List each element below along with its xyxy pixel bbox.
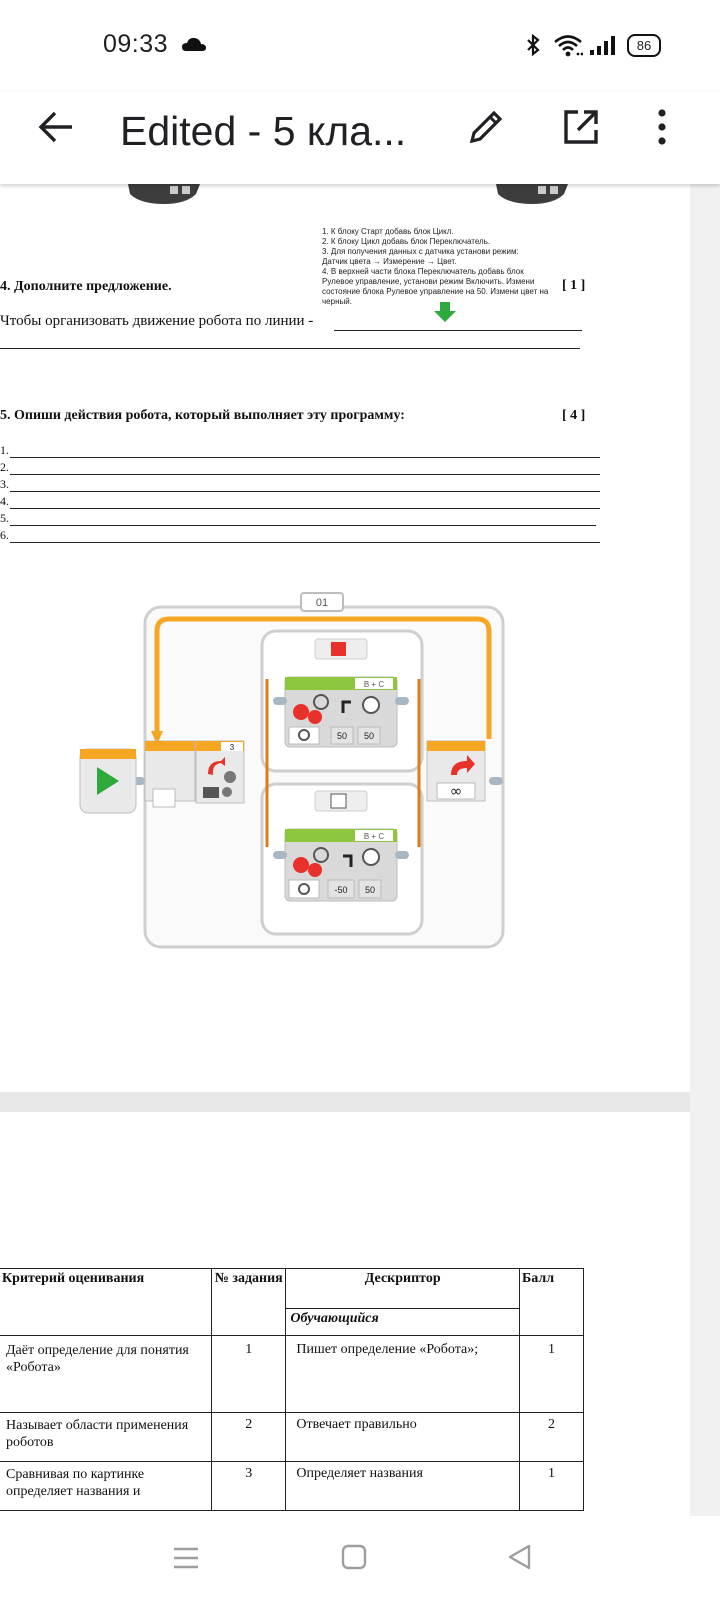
subheader-student: Обучающийся — [285, 1307, 521, 1337]
home-icon[interactable] — [341, 1544, 367, 1570]
q4-sentence: Чтобы организовать движение робота по ли… — [0, 313, 314, 329]
ev3-program-diagram: 01 B + C 50 50 B + C — [79, 592, 505, 949]
q5-score: [ 4 ] — [562, 408, 586, 423]
criterion-cell: Сравнивая по картинке определяет названи… — [0, 1461, 213, 1511]
status-time: 09:33 — [103, 30, 169, 58]
table-row: Называет области применения роботов 2 От… — [0, 1412, 584, 1462]
task-no-cell: 1 — [211, 1335, 287, 1413]
answer-line — [10, 457, 600, 458]
instruction-line: 3. Для получения данных с датчика устано… — [322, 247, 519, 256]
instruction-line: Датчик цвета → Измерение → Цвет. — [322, 257, 457, 266]
app-bar — [0, 92, 720, 184]
switch-port-label: 3 — [230, 743, 235, 752]
loop-label-box — [300, 592, 344, 612]
table-row: Даёт определение для понятия «Робота» 1 … — [0, 1335, 584, 1413]
task-no-cell: 2 — [211, 1412, 287, 1462]
color-red-swatch — [331, 642, 346, 656]
open-external-icon[interactable] — [562, 108, 600, 146]
descriptor-cell: Отвечает правильно — [285, 1412, 521, 1462]
svg-text:50: 50 — [337, 731, 347, 741]
svg-text:50: 50 — [364, 731, 374, 741]
answer-line — [10, 491, 600, 492]
instruction-line: 1. К блоку Старт добавь блок Цикл. — [322, 227, 454, 236]
answer-numbers: 1. 2. 3. 4. 5. 6. — [0, 442, 9, 544]
answer-line — [0, 348, 580, 349]
wifi-icon — [554, 35, 583, 57]
scroll-track[interactable] — [690, 184, 720, 1516]
table-row: Сравнивая по картинке определяет названи… — [0, 1461, 584, 1511]
edit-pencil-icon[interactable] — [467, 108, 505, 146]
back-arrow-icon[interactable] — [38, 110, 74, 144]
instruction-line: состояние блока Рулевое управление на 50… — [322, 287, 549, 296]
system-navigation-bar — [0, 1516, 720, 1600]
header-descriptor: Дескриптор — [285, 1268, 521, 1309]
document-page-2: Критерий оценивания № задания Дескриптор… — [0, 1112, 690, 1516]
robot-part-image-left — [128, 184, 200, 204]
program-instructions: 1. К блоку Старт добавь блок Цикл. 2. К … — [322, 227, 582, 307]
instruction-line: Рулевое управление, установи режим Включ… — [322, 277, 535, 286]
answer-number: 6. — [0, 528, 9, 542]
color-none-swatch — [330, 793, 347, 809]
answer-number: 5. — [0, 511, 9, 525]
table-subheader-row: Обучающийся — [0, 1307, 584, 1337]
loop-label: 01 — [316, 597, 328, 609]
table-header-row: Критерий оценивания № задания Дескриптор… — [0, 1268, 584, 1336]
answer-line — [334, 330, 582, 331]
score-cell: 2 — [519, 1412, 584, 1462]
descriptor-cell: Определяет названия — [285, 1461, 521, 1511]
answer-number: 3. — [0, 477, 9, 491]
answer-line — [10, 508, 600, 509]
instruction-line: черный. — [322, 297, 352, 306]
answer-number: 2. — [0, 460, 9, 474]
battery-icon: 86 — [627, 34, 661, 57]
criterion-cell: Даёт определение для понятия «Робота» — [0, 1335, 213, 1413]
more-options-icon[interactable] — [656, 108, 668, 146]
green-arrow-down-icon — [434, 302, 456, 322]
robot-part-image-right — [496, 184, 568, 204]
infinity-icon: ∞ — [450, 782, 463, 800]
back-nav-icon[interactable] — [506, 1543, 532, 1571]
q4-heading: 4. Дополните предложение. — [0, 279, 172, 294]
svg-text:-50: -50 — [334, 885, 347, 895]
score-cell: 1 — [519, 1461, 584, 1511]
recent-apps-icon[interactable] — [172, 1546, 200, 1570]
answer-number: 1. — [0, 443, 9, 457]
status-bar: 09:33 86 — [0, 0, 720, 92]
answer-line — [10, 525, 596, 526]
page-separator — [0, 1092, 690, 1112]
header-criterion: Критерий оценивания — [0, 1268, 213, 1336]
header-score: Балл — [519, 1268, 584, 1336]
svg-text:B + C: B + C — [364, 832, 384, 841]
svg-text:B + C: B + C — [364, 680, 384, 689]
signal-icon — [590, 36, 615, 55]
instruction-line: 4. В верхней части блока Переключатель д… — [322, 267, 524, 276]
header-task-no: № задания — [211, 1268, 287, 1336]
document-page-1: 1. К блоку Старт добавь блок Цикл. 2. К … — [0, 184, 690, 1092]
criterion-cell: Называет области применения роботов — [0, 1412, 213, 1462]
score-cell: 1 — [519, 1335, 584, 1413]
assessment-table: Критерий оценивания № задания Дескриптор… — [0, 1268, 584, 1511]
cloud-icon — [182, 37, 206, 51]
svg-text:50: 50 — [365, 885, 375, 895]
loop-wire — [154, 616, 492, 739]
descriptor-cell: Пишет определение «Робота»; — [285, 1335, 521, 1413]
bluetooth-icon — [527, 34, 540, 56]
document-title: Edited - 5 кла... — [120, 108, 407, 154]
q5-heading: 5. Опиши действия робота, который выполн… — [0, 408, 405, 423]
answer-number: 4. — [0, 494, 9, 508]
answer-line — [10, 474, 600, 475]
q4-score: [ 1 ] — [562, 278, 586, 293]
answer-line — [10, 542, 600, 543]
instruction-line: 2. К блоку Цикл добавь блок Переключател… — [322, 237, 491, 246]
battery-level: 86 — [636, 38, 652, 53]
play-icon — [97, 767, 119, 795]
task-no-cell: 3 — [211, 1461, 287, 1511]
